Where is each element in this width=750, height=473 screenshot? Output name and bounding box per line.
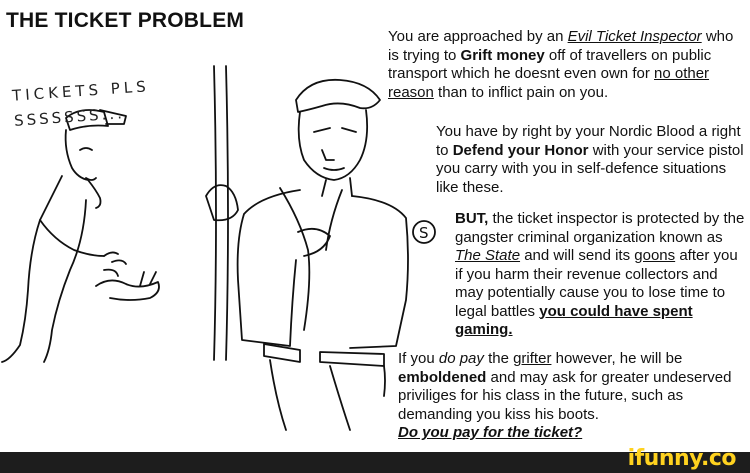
text-span: and may ask for greater undeserved privi… [398, 368, 732, 423]
paragraph-right: You have by right by your Nordic Blood a… [436, 123, 746, 197]
text-span: off of travellers on public transport wh… [388, 46, 712, 83]
comic-drawing: S [1, 65, 436, 431]
paragraph-but: BUT, the ticket inspector is protected b… [455, 210, 745, 340]
emphasis-but: BUT, [455, 210, 489, 227]
emphasis-the-state: The State [455, 247, 521, 264]
text-span: however, he will be [551, 350, 683, 367]
closing-question: Do you pay for the ticket? [398, 424, 583, 441]
text-span: the ticket inspector is protected by the… [455, 210, 745, 246]
emphasis-goons: goons [634, 247, 676, 264]
emphasis-grift-money: Grift money [460, 46, 545, 64]
emphasis-emboldened: emboldened [398, 368, 487, 386]
staff [213, 65, 229, 361]
text-span: than to inflict pain on you. [433, 83, 609, 101]
emphasis-do-pay: do pay [438, 350, 484, 367]
paragraph-approach: You are approached by an Evil Ticket Ins… [388, 28, 748, 102]
emphasis-grifter: grifter [513, 350, 552, 367]
text-span: after you if you harm their revenue coll… [455, 247, 738, 320]
text-span: and will send its [520, 247, 635, 264]
text-span: You are approached by an [388, 28, 568, 45]
text-span: If you [398, 350, 439, 367]
state-badge-circle [412, 220, 436, 244]
paragraph-pay: If you do pay the grifter however, he wi… [398, 350, 748, 443]
ifunny-watermark: ifunny.co [627, 446, 737, 471]
emphasis-evil-ticket-inspector: Evil Ticket Inspector [567, 28, 702, 45]
page-title: THE TICKET PROBLEM [6, 9, 245, 32]
emphasis-defend-honor: Defend your Honor [452, 141, 589, 159]
emphasis-no-other-reason: no other reason [388, 65, 710, 101]
text-span: You have by right by your Nordic Blood a… [436, 123, 741, 159]
footer-bar: ifunny.co [0, 446, 750, 473]
ticket-inspector-figure [1, 109, 160, 363]
man-figure [205, 78, 409, 431]
text-span: who is trying to [388, 28, 734, 64]
text-span: with your service pistol you carry with … [436, 141, 744, 196]
emphasis-gaming: you could have spent gaming. [455, 302, 693, 339]
text-span: the [483, 350, 514, 367]
state-badge-letter: S [419, 224, 429, 242]
